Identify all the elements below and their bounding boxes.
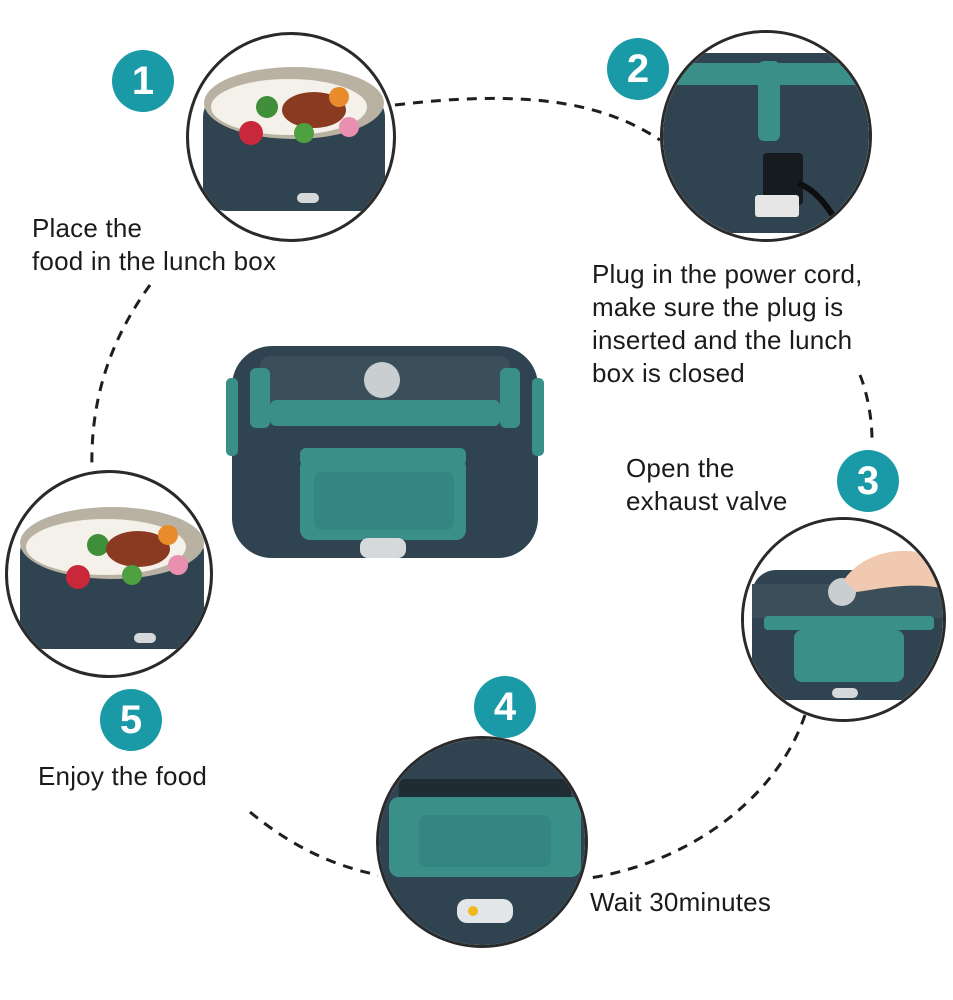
lunch-box-with-food-icon xyxy=(20,507,204,649)
lunch-box-product-image xyxy=(226,346,544,558)
step-4-photo xyxy=(376,736,588,948)
step-3-number: 3 xyxy=(837,450,899,512)
lunch-box-with-food-icon xyxy=(203,67,385,211)
step-5-photo xyxy=(5,470,213,678)
timer-indicator-icon xyxy=(379,739,585,945)
exhaust-valve-icon xyxy=(744,520,943,719)
step-1-text: Place the food in the lunch box xyxy=(32,213,277,276)
step-2-text: Plug in the power cord, make sure the pl… xyxy=(592,259,863,388)
plug-in-icon xyxy=(663,33,869,239)
step-1-photo xyxy=(186,32,396,242)
step-3-text: Open the exhaust valve xyxy=(626,453,788,516)
step-2-photo xyxy=(660,30,872,242)
step-1-number: 1 xyxy=(112,50,174,112)
step-5-text: Enjoy the food xyxy=(38,761,208,791)
step-5-number: 5 xyxy=(100,689,162,751)
step-2-number: 2 xyxy=(607,38,669,100)
step-4-text: Wait 30minutes xyxy=(590,887,772,917)
step-3-photo xyxy=(741,517,946,722)
step-4-number: 4 xyxy=(474,676,536,738)
